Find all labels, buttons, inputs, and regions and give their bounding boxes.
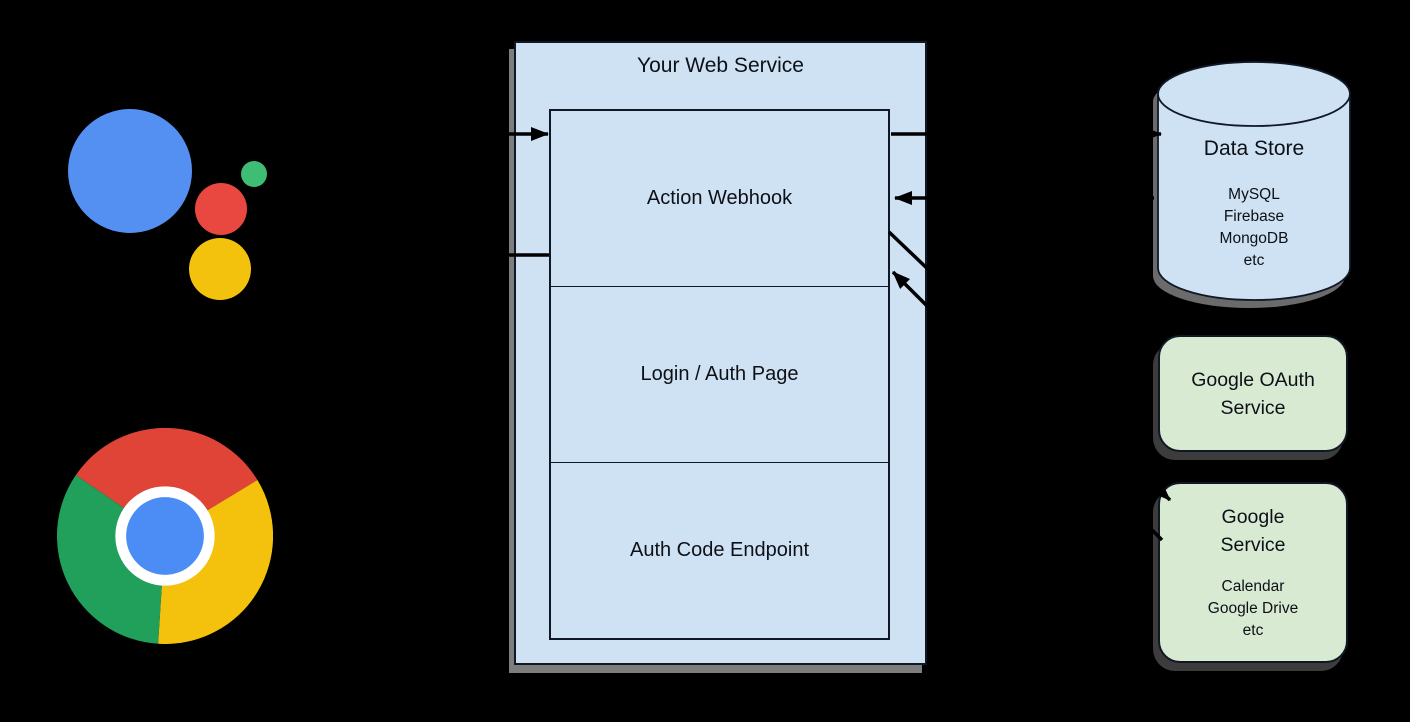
data-store-items: MySQL Firebase MongoDB etc — [1158, 184, 1350, 272]
google-service-item: Calendar — [1221, 578, 1285, 595]
assistant-green-circle — [241, 161, 267, 187]
web-service-title: Your Web Service — [637, 54, 804, 77]
data-store-title: Data Store — [1203, 137, 1305, 160]
google-service-item: etc — [1242, 622, 1264, 639]
data-store-item: MongoDB — [1219, 230, 1289, 247]
arrow-google-service-to-webhook — [891, 270, 1164, 542]
google-oauth-service-box: Google OAuth Service — [1158, 335, 1348, 452]
section-login-auth-page: Login / Auth Page — [551, 286, 888, 462]
chrome-blue-center — [126, 497, 204, 575]
google-service-title-line: Service — [1220, 534, 1286, 556]
web-service-box: Your Web Service Action Webhook Login / … — [514, 41, 927, 665]
chrome-red-segment — [75, 428, 258, 536]
chrome-yellow-segment — [158, 480, 273, 644]
google-oauth-title-line: Google OAuth — [1191, 368, 1315, 391]
data-store-label-block: Data Store MySQL Firebase MongoDB etc — [1158, 136, 1350, 272]
google-assistant-logo — [68, 109, 267, 300]
google-service-box: Google Service Calendar Google Drive etc — [1158, 482, 1348, 663]
data-store-item: etc — [1243, 252, 1265, 269]
google-service-title-line: Google — [1221, 506, 1285, 528]
google-service-item: Google Drive — [1207, 600, 1299, 617]
data-store-item: MySQL — [1228, 186, 1280, 203]
google-oauth-title-line: Service — [1220, 396, 1286, 419]
arrow-webhook-to-google-service — [887, 230, 1172, 502]
assistant-yellow-circle — [189, 238, 251, 300]
google-service-items: Calendar Google Drive etc — [1208, 576, 1298, 642]
section-auth-code-endpoint: Auth Code Endpoint — [551, 462, 888, 638]
section-action-webhook: Action Webhook — [646, 187, 793, 209]
assistant-blue-circle — [68, 109, 192, 233]
data-store-item: Firebase — [1223, 208, 1285, 225]
chrome-logo — [57, 428, 273, 644]
web-service-inner-box: Action Webhook Login / Auth Page Auth Co… — [549, 109, 890, 640]
chrome-green-segment — [57, 475, 165, 644]
assistant-red-circle — [195, 183, 247, 235]
